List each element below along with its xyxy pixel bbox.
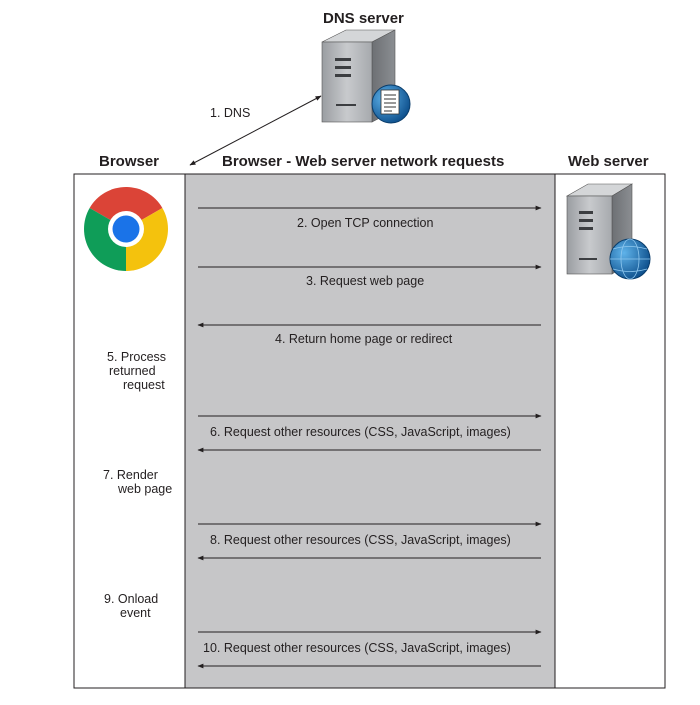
dns-arrow — [189, 95, 322, 166]
dns-server-icon — [321, 29, 411, 124]
network-band — [184, 173, 556, 689]
dns-server-title: DNS server — [323, 10, 404, 27]
browser-step-render-line: web page — [118, 482, 173, 496]
browser-header: Browser — [99, 153, 160, 170]
step-label-resources-6: 6. Request other resources (CSS, JavaScr… — [210, 425, 511, 439]
web-server-icon — [565, 183, 651, 280]
step-label-open-tcp: 2. Open TCP connection — [297, 216, 434, 230]
browser-step-onload-line: 9. Onload — [104, 592, 159, 606]
browser-step-process-line: request — [123, 378, 165, 392]
browser-step-onload-line: event — [120, 606, 151, 620]
browser-step-render: 7. Render web page — [103, 468, 172, 496]
step-label-return-page: 4. Return home page or redirect — [275, 332, 453, 346]
web-server-header: Web server — [568, 153, 649, 170]
step-label-resources-8: 8. Request other resources (CSS, JavaScr… — [210, 533, 511, 547]
step-label-resources-10: 10. Request other resources (CSS, JavaSc… — [203, 641, 511, 655]
chrome-logo-icon — [84, 187, 168, 271]
network-header: Browser - Web server network requests — [222, 153, 505, 170]
browser-step-process: 5. Process returned request — [107, 350, 166, 392]
dns-arrow-label: 1. DNS — [210, 106, 251, 120]
browser-step-process-line: returned — [109, 364, 156, 378]
browser-step-process-line: 5. Process — [107, 350, 167, 364]
browser-step-render-line: 7. Render — [103, 468, 158, 482]
browser-step-onload: 9. Onload event — [104, 592, 158, 620]
step-label-request-page: 3. Request web page — [306, 274, 425, 288]
